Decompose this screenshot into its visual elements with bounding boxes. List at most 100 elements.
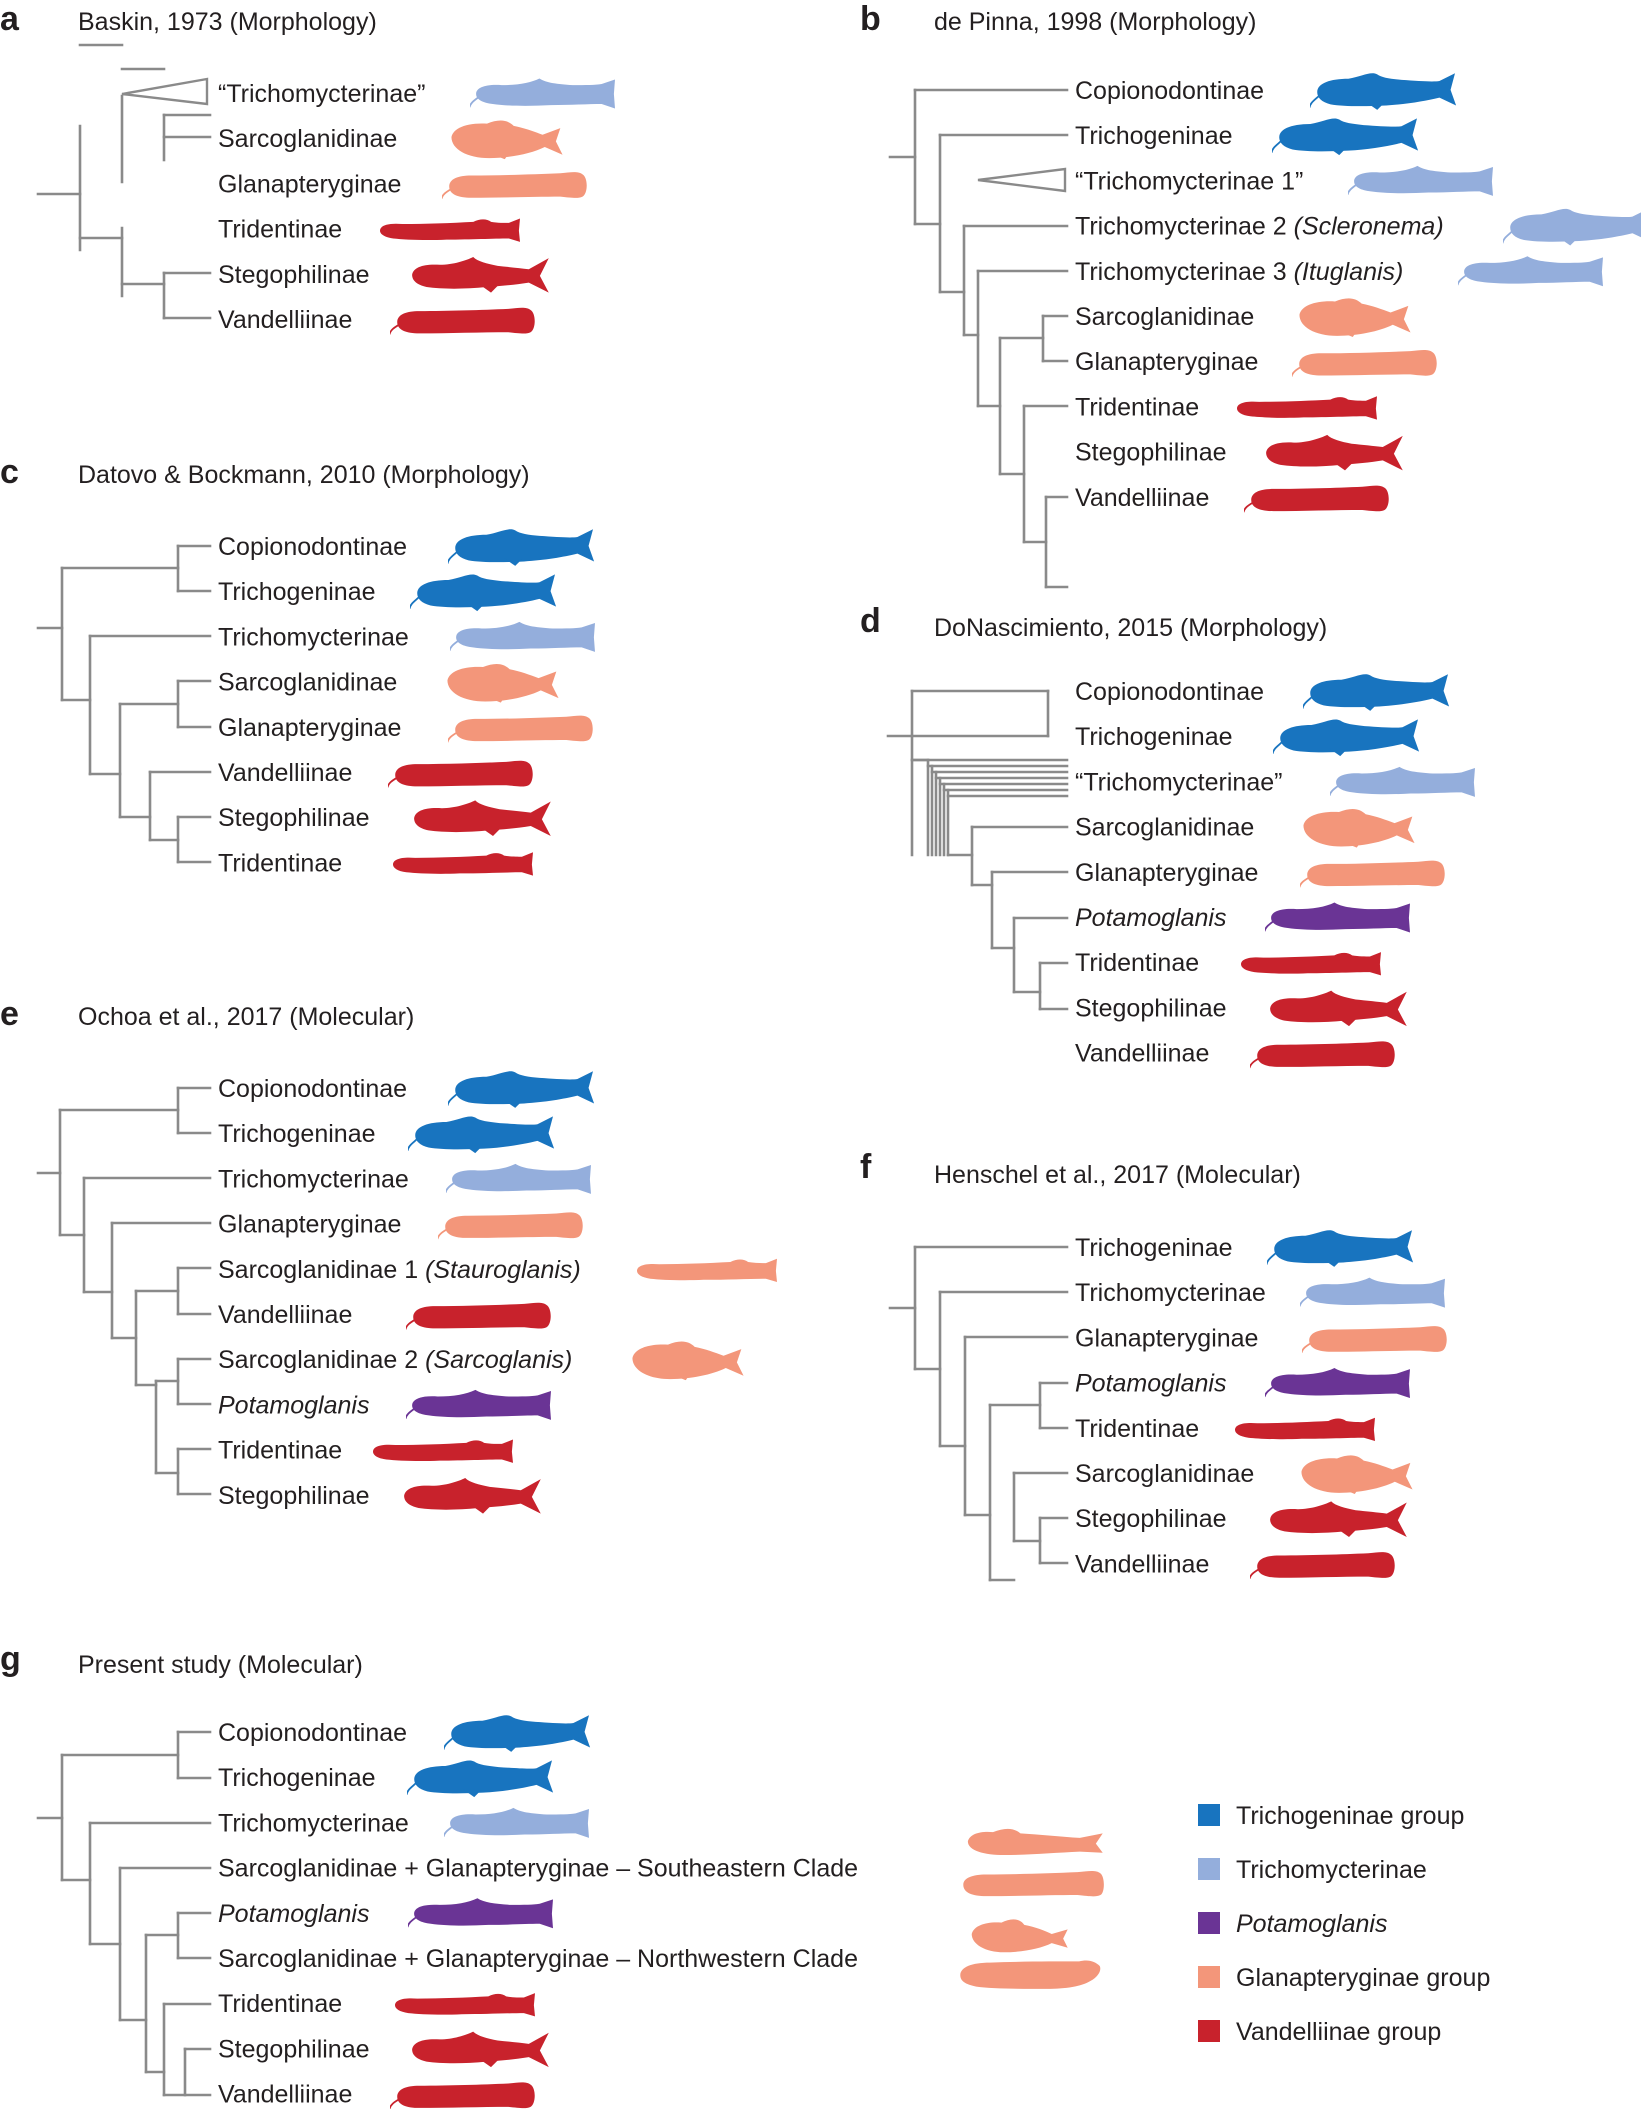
tip-label-part: Trichogeninae xyxy=(218,578,376,606)
eel-catfish-icon xyxy=(1292,349,1438,378)
forktail-catfish-icon xyxy=(1270,990,1407,1027)
tip-label: Vandelliinae xyxy=(218,1301,352,1329)
tip-label-part: Trichomycterinae xyxy=(218,1809,409,1837)
tip-label: Potamoglanis xyxy=(1075,904,1226,932)
tip-label: Vandelliinae xyxy=(1075,1550,1209,1578)
tip-label: Stegophilinae xyxy=(218,2035,370,2063)
legend-swatch xyxy=(1198,1912,1220,1934)
legend-label: Glanapteryginae group xyxy=(1236,1964,1490,1992)
tip-row: Glanapteryginae xyxy=(218,170,588,200)
catfish-icon xyxy=(1310,72,1458,111)
slender-catfish-icon xyxy=(444,1806,590,1839)
catfish-icon xyxy=(1267,1229,1415,1268)
eel-catfish-icon xyxy=(1250,1040,1396,1069)
tip-row: Vandelliinae xyxy=(1075,1550,1396,1580)
eel-catfish-icon xyxy=(390,2081,536,2109)
tip-row: Trichogeninae xyxy=(1075,718,1421,758)
tip-row: Potamoglanis xyxy=(218,1897,554,1930)
tip-label-part: Tridentinae xyxy=(1075,949,1199,977)
tip-label-part: Vandelliinae xyxy=(218,306,352,334)
tip-label-part: Trichogeninae xyxy=(1075,1234,1233,1262)
tip-label: Tridentinae xyxy=(218,216,342,244)
tip-row: Sarcoglanidinae xyxy=(1075,808,1415,848)
tip-label-part: Trichogeninae xyxy=(1075,122,1233,150)
legend-item: Trichomycterinae xyxy=(1198,1856,1427,1884)
tip-label-part: Stegophilinae xyxy=(1075,439,1227,467)
tip-label-part: “Trichomycterinae” xyxy=(1075,768,1282,796)
tip-row: “Trichomycterinae” xyxy=(1075,765,1476,798)
tip-row: Sarcoglanidinae + Glanapteryginae – Sout… xyxy=(218,1828,1104,1897)
tip-label: Trichogeninae xyxy=(218,578,376,606)
eel-catfish-icon xyxy=(442,171,588,200)
tip-label: Sarcoglanidinae xyxy=(218,125,397,153)
tip-label-part: Vandelliinae xyxy=(1075,1040,1209,1068)
tip-row: Stegophilinae xyxy=(1075,434,1403,471)
legend: Trichogeninae groupTrichomycterinaePotam… xyxy=(1198,1802,1490,2046)
tip-label-part: Glanapteryginae xyxy=(1075,859,1258,887)
eel-catfish-icon xyxy=(388,759,534,789)
tip-label: Sarcoglanidinae xyxy=(1075,814,1254,842)
tip-label: Glanapteryginae xyxy=(218,1211,401,1239)
tip-label: Vandelliinae xyxy=(1075,1040,1209,1068)
tip-label-part: Trichomycterinae 2 xyxy=(1075,213,1294,241)
tip-label-part: Trichomycterinae xyxy=(218,623,409,651)
tip-row: Tridentinae xyxy=(218,849,533,877)
legend-label: Vandelliinae group xyxy=(1236,2018,1441,2046)
tip-label: Trichomycterinae xyxy=(218,1165,409,1193)
tip-label: Potamoglanis xyxy=(218,1391,369,1419)
tip-label-part: Copionodontinae xyxy=(1075,77,1264,105)
tip-label: Sarcoglanidinae xyxy=(1075,303,1254,331)
tip-label: Vandelliinae xyxy=(218,306,352,334)
tip-row: Copionodontinae xyxy=(1075,673,1451,712)
panel-letter: e xyxy=(0,995,19,1033)
tip-row: Tridentinae xyxy=(218,216,520,244)
eel-catfish-icon xyxy=(406,1301,552,1331)
tip-row: Sarcoglanidinae xyxy=(1075,1455,1413,1494)
tip-row: Tridentinae xyxy=(1075,393,1377,421)
catfish-icon xyxy=(444,1714,592,1753)
forktail-catfish-icon xyxy=(1270,1501,1407,1537)
panel-title: Datovo & Bockmann, 2010 (Morphology) xyxy=(78,461,530,489)
tip-row: Trichomycterinae 2 (Scleronema) xyxy=(1075,207,1641,247)
stout-catfish-icon xyxy=(1303,808,1415,848)
tip-row: Glanapteryginae xyxy=(1075,1324,1448,1354)
tip-label-italic: (Scleronema) xyxy=(1294,213,1444,241)
panel-letter: b xyxy=(860,0,881,38)
tip-label: Glanapteryginae xyxy=(1075,859,1258,887)
legend-swatch xyxy=(1198,1804,1220,1826)
tip-row: Stegophilinae xyxy=(1075,1501,1407,1537)
thin-catfish-icon xyxy=(1235,1417,1375,1442)
tip-row: Vandelliinae xyxy=(218,2081,536,2109)
tip-row: Trichomycterinae 3 (Ituglanis) xyxy=(1075,255,1604,288)
eel-catfish-icon xyxy=(1300,859,1446,889)
slender-catfish-icon xyxy=(406,1388,552,1421)
cladogram xyxy=(36,1730,212,2097)
tip-label-part: Tridentinae xyxy=(218,849,342,877)
tip-row: “Trichomycterinae 1” xyxy=(1075,164,1494,197)
cladogram xyxy=(888,1245,1069,1582)
tip-label: Vandelliinae xyxy=(218,759,352,787)
tip-row: Trichogeninae xyxy=(218,573,558,613)
thin-catfish-icon xyxy=(393,852,533,876)
catfish-icon xyxy=(1303,673,1451,712)
tip-label-part: Vandelliinae xyxy=(1075,1550,1209,1578)
collapsed-clade-triangle xyxy=(977,167,1067,193)
tip-label-part: Tridentinae xyxy=(1075,393,1199,421)
tip-label-part: Sarcoglanidinae xyxy=(1075,1460,1254,1488)
tip-label: Trichogeninae xyxy=(1075,1234,1233,1262)
tip-row: Sarcoglanidinae 2 (Sarcoglanis) xyxy=(218,1341,744,1381)
tip-row: Stegophilinae xyxy=(218,1478,541,1514)
tip-label-part: Glanapteryginae xyxy=(218,170,401,198)
panel-letter: d xyxy=(860,602,881,640)
tip-row: Sarcoglanidinae 1 (Stauroglanis) xyxy=(218,1256,777,1284)
tip-label: Sarcoglanidinae xyxy=(218,669,397,697)
tip-label: Trichogeninae xyxy=(218,1764,376,1792)
legend-item: Potamoglanis xyxy=(1198,1910,1387,1938)
legend-label: Trichomycterinae xyxy=(1236,1856,1427,1884)
tip-label-part: “Trichomycterinae” xyxy=(218,80,425,108)
tip-row: Glanapteryginae xyxy=(218,1211,584,1240)
thin-catfish-icon xyxy=(373,1439,513,1463)
